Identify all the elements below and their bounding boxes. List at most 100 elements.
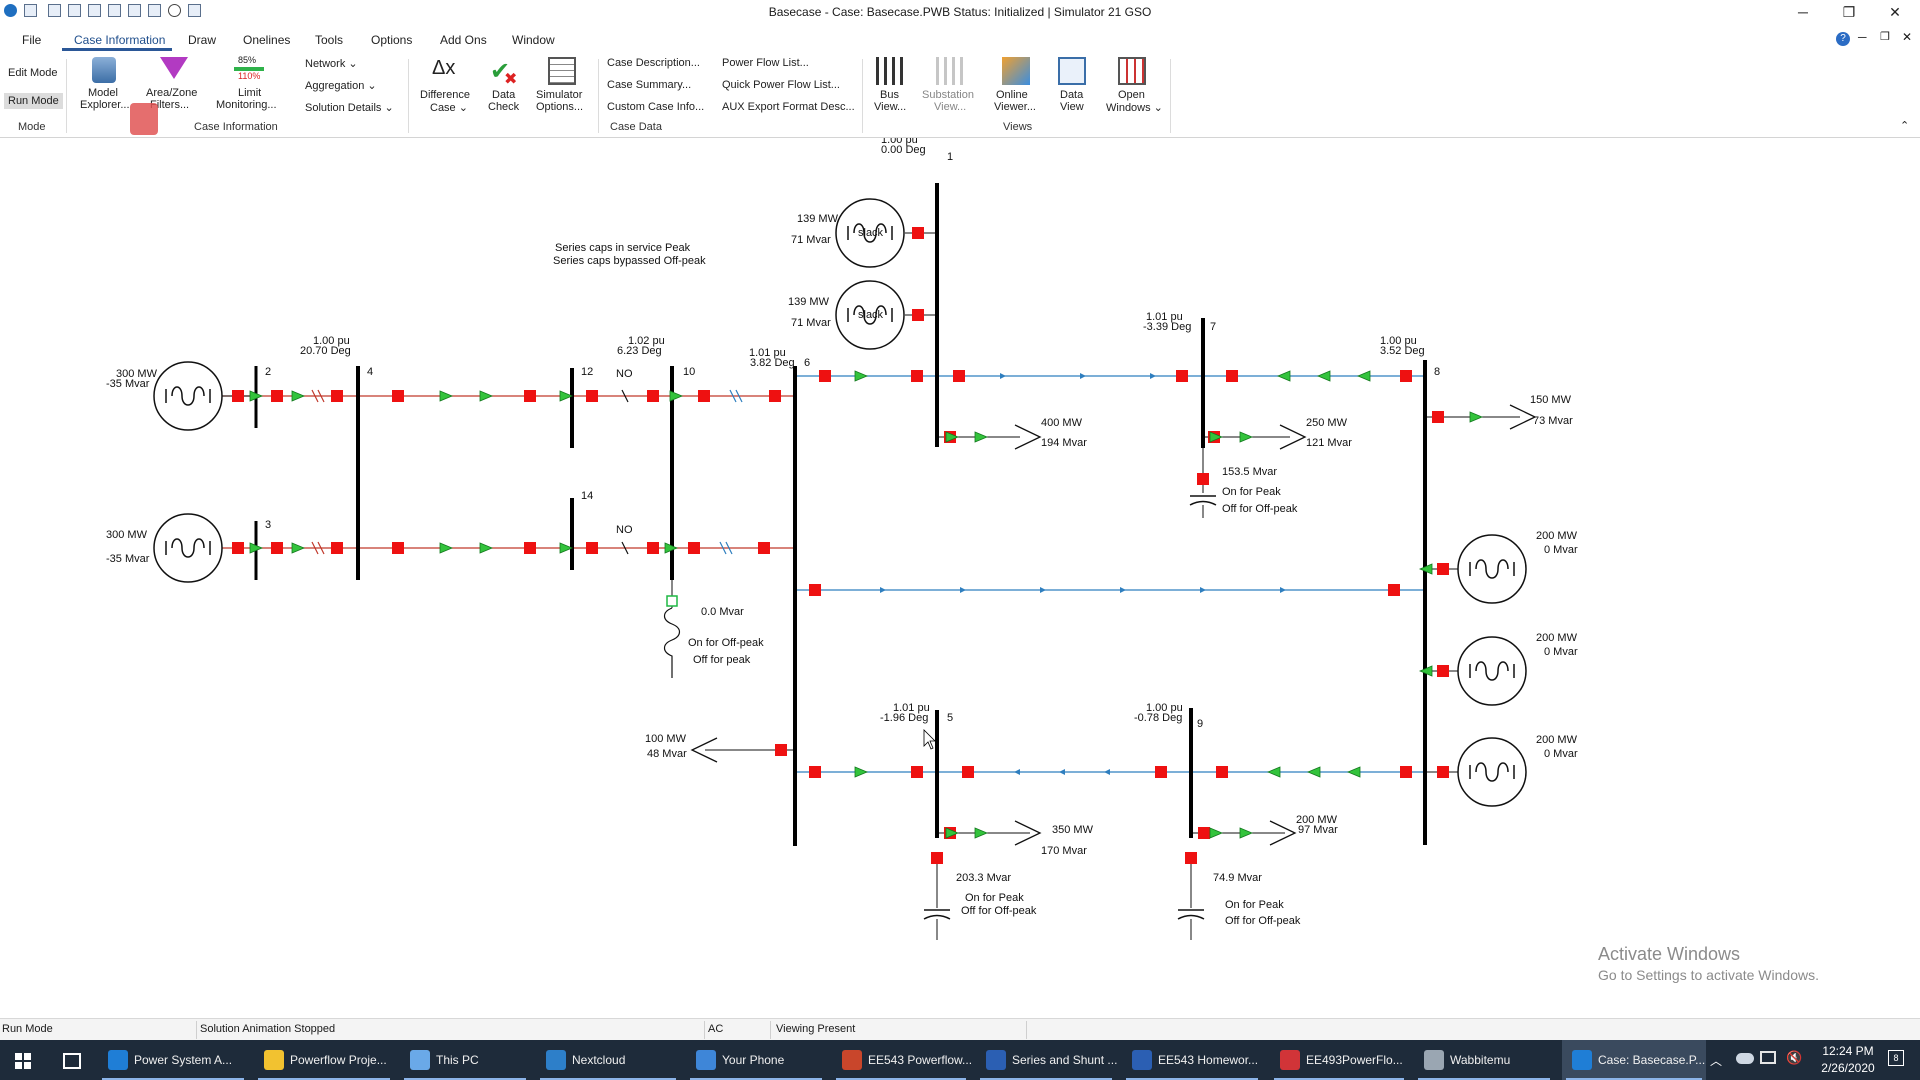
breaker[interactable] [809, 584, 821, 596]
breaker[interactable] [271, 542, 283, 554]
taskbar-item[interactable]: Series and Shunt ... [976, 1040, 1117, 1080]
network-icon[interactable] [1760, 1051, 1776, 1064]
minimize-button[interactable]: ─ [1798, 4, 1808, 20]
breaker[interactable] [586, 542, 598, 554]
breaker[interactable] [1437, 766, 1449, 778]
breaker[interactable] [962, 766, 974, 778]
aggregation-dropdown[interactable]: Aggregation ⌄ [305, 79, 377, 92]
reactor-breaker-open[interactable] [666, 595, 678, 607]
area-zone-filters-button[interactable]: Area/Zone Filters... [136, 55, 202, 117]
start-button[interactable] [0, 1040, 46, 1080]
taskbar-item[interactable]: Powerflow Proje... [254, 1040, 394, 1080]
generator-bus-2[interactable] [153, 361, 223, 431]
breaker[interactable] [911, 766, 923, 778]
breaker[interactable] [1437, 563, 1449, 575]
mdi-minimize-icon[interactable]: ─ [1858, 30, 1867, 44]
breaker[interactable] [1400, 766, 1412, 778]
power-flow-list-link[interactable]: Power Flow List... [722, 57, 809, 69]
breaker[interactable] [912, 227, 924, 239]
taskbar-item[interactable]: EE543 Powerflow... [832, 1040, 972, 1080]
taskbar-item[interactable]: Case: Basecase.P... [1562, 1040, 1706, 1080]
generator-bus-8-a[interactable] [1457, 534, 1527, 604]
abort-icon[interactable] [168, 4, 181, 17]
taskbar-item[interactable]: Your Phone [686, 1040, 826, 1080]
tab-add-ons[interactable]: Add Ons [440, 33, 487, 47]
table-icon[interactable] [108, 4, 121, 17]
onedrive-icon[interactable] [1736, 1053, 1754, 1064]
save-case-icon[interactable] [68, 4, 81, 17]
edit-mode-button[interactable]: Edit Mode [8, 67, 58, 79]
breaker[interactable] [1432, 411, 1444, 423]
tab-case-information[interactable]: Case Information [74, 33, 166, 47]
taskbar-item[interactable]: EE493PowerFlo... [1270, 1040, 1408, 1080]
breaker[interactable] [271, 390, 283, 402]
breaker[interactable] [698, 390, 710, 402]
load-arrow-bus-9[interactable] [1269, 820, 1297, 846]
model-explorer-button[interactable]: Model Explorer... [74, 55, 134, 117]
generator-bus-8-b[interactable] [1457, 636, 1527, 706]
tab-onelines[interactable]: Onelines [243, 33, 291, 47]
new-case-icon[interactable] [24, 4, 37, 17]
bus-view-button[interactable]: Bus View... [868, 55, 912, 119]
taskbar-item[interactable]: This PC [400, 1040, 530, 1080]
show-hidden-icons[interactable]: ︿ [1710, 1054, 1723, 1068]
breaker[interactable] [1216, 766, 1228, 778]
breaker[interactable] [392, 390, 404, 402]
clock[interactable]: 12:24 PM 2/26/2020 [1808, 1044, 1888, 1075]
breaker[interactable] [1198, 827, 1210, 839]
tab-file[interactable]: File [22, 33, 42, 47]
breaker[interactable] [1388, 584, 1400, 596]
custom-case-info-link[interactable]: Custom Case Info... [607, 101, 705, 113]
breaker[interactable] [953, 370, 965, 382]
taskbar-item[interactable]: EE543 Homewor... [1122, 1040, 1262, 1080]
breaker[interactable] [1185, 852, 1197, 864]
limit-monitoring-button[interactable]: 85% 110% Limit Monitoring... [204, 51, 278, 117]
load-arrow-bus-8[interactable] [1509, 404, 1537, 430]
tab-tools[interactable]: Tools [315, 33, 344, 47]
taskbar-item[interactable]: Wabbitemu [1414, 1040, 1554, 1080]
data-check-button[interactable]: ✔ ✖ Data Check [482, 55, 524, 119]
oneline-viewer-button[interactable]: Online Viewer... [988, 55, 1046, 119]
generator-bus-3[interactable] [153, 513, 223, 583]
breaker[interactable] [524, 542, 536, 554]
breaker[interactable] [232, 390, 244, 402]
breaker[interactable] [331, 542, 343, 554]
capacitor-bus-7[interactable] [1189, 495, 1217, 506]
tab-options[interactable]: Options [371, 33, 413, 47]
case-description-link[interactable]: Case Description... [607, 57, 700, 69]
mdi-restore-icon[interactable]: ❐ [1880, 31, 1890, 43]
breaker[interactable] [524, 390, 536, 402]
tab-draw[interactable]: Draw [188, 33, 217, 47]
tab-window[interactable]: Window [512, 33, 555, 47]
breaker[interactable] [688, 542, 700, 554]
load-arrow-bus-1[interactable] [1014, 424, 1042, 450]
breaker[interactable] [911, 370, 923, 382]
grid-icon[interactable] [88, 4, 101, 17]
data-view-button[interactable]: Data View [1052, 55, 1094, 119]
taskbar-item[interactable]: Nextcloud [536, 1040, 680, 1080]
breaker[interactable] [1176, 370, 1188, 382]
breaker[interactable] [931, 852, 943, 864]
breaker[interactable] [232, 542, 244, 554]
breaker[interactable] [647, 542, 659, 554]
network-dropdown[interactable]: Network ⌄ [305, 57, 358, 70]
breaker[interactable] [775, 744, 787, 756]
simulator-options-button[interactable]: Simulator Options... [532, 55, 592, 119]
breaker[interactable] [1226, 370, 1238, 382]
solution-details-dropdown[interactable]: Solution Details ⌄ [305, 101, 394, 114]
oneline-canvas[interactable]: slack slack [0, 138, 1920, 1018]
breaker[interactable] [647, 390, 659, 402]
customize-icon[interactable] [188, 4, 201, 17]
taskbar-item[interactable]: Power System A... [98, 1040, 248, 1080]
breaker[interactable] [912, 309, 924, 321]
breaker[interactable] [809, 766, 821, 778]
app-icon[interactable] [4, 4, 17, 17]
breaker[interactable] [819, 370, 831, 382]
calculator-icon[interactable] [148, 4, 161, 17]
aux-export-format-link[interactable]: AUX Export Format Desc... [722, 101, 855, 113]
breaker[interactable] [758, 542, 770, 554]
breaker[interactable] [1437, 665, 1449, 677]
breaker[interactable] [1197, 473, 1209, 485]
breaker[interactable] [1400, 370, 1412, 382]
breaker[interactable] [586, 390, 598, 402]
